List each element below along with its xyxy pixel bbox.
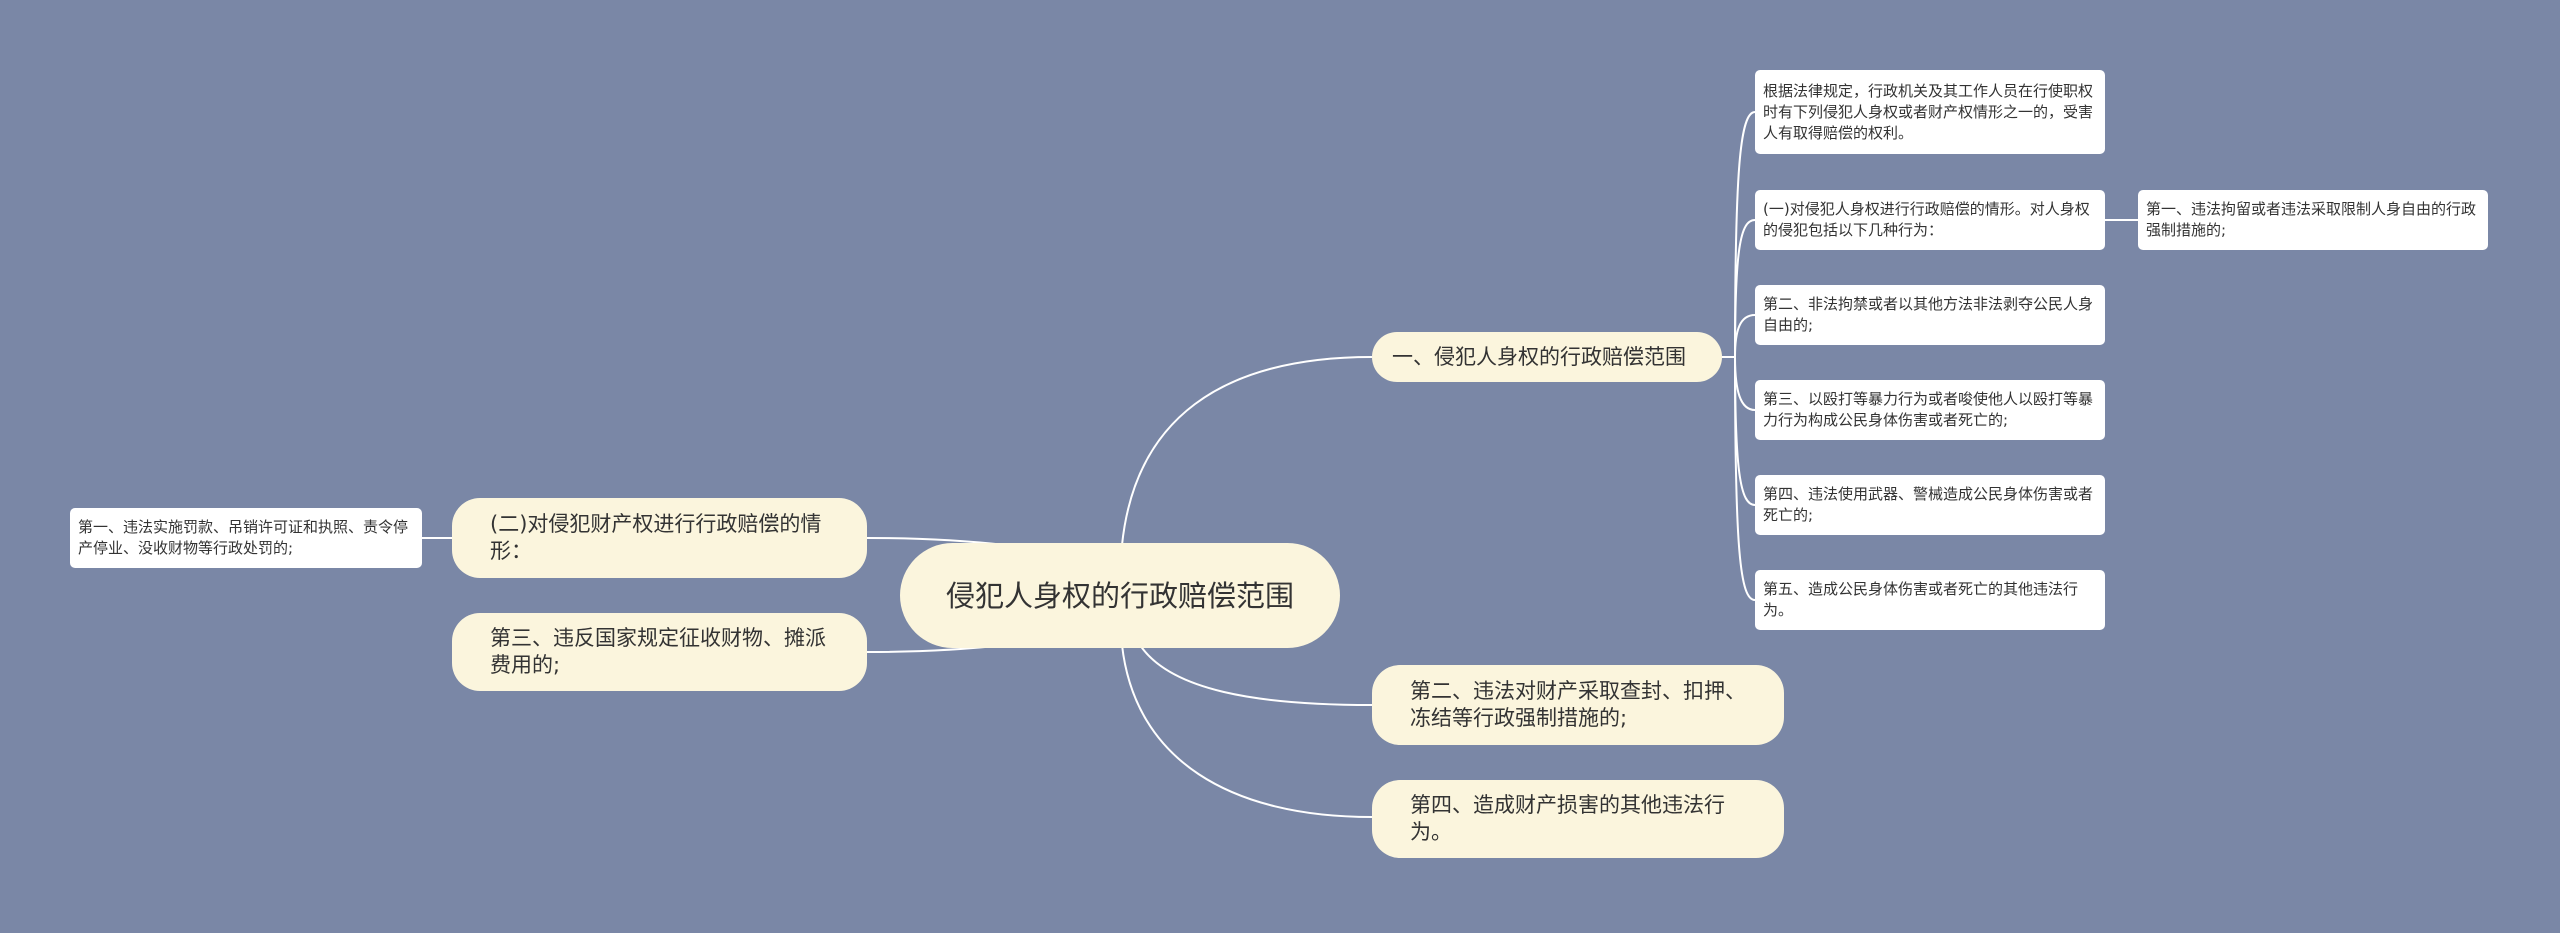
connector-hub-item-3 bbox=[1734, 356, 1756, 411]
leaf-case-one-item[interactable]: 第一、违法拘留或者违法采取限制人身自由的行政强制措施的; bbox=[2138, 190, 2488, 250]
leaf-item-4-label: 第四、违法使用武器、警械造成公民身体伤害或者死亡的; bbox=[1763, 485, 2094, 524]
leaf-case-one-item-label: 第一、违法拘留或者违法采取限制人身自由的行政强制措施的; bbox=[2146, 200, 2477, 239]
topic-requisition-label: 第三、违反国家规定征收财物、摊派费用的; bbox=[490, 626, 826, 677]
topic-property-rights[interactable]: (二)对侵犯财产权进行行政赔偿的情形： bbox=[452, 498, 867, 578]
leaf-intro-label: 根据法律规定，行政机关及其工作人员在行使职权时有下列侵犯人身权或者财产权情形之一… bbox=[1763, 81, 2094, 142]
topic-personal-rights-label: 一、侵犯人身权的行政赔偿范围 bbox=[1392, 344, 1686, 369]
topic-property-damage-label: 第四、造成财产损害的其他违法行为。 bbox=[1410, 793, 1725, 844]
leaf-property-rights-item-label: 第一、违法实施罚款、吊销许可证和执照、责令停产停业、没收财物等行政处罚的; bbox=[78, 518, 409, 557]
leaf-item-4[interactable]: 第四、违法使用武器、警械造成公民身体伤害或者死亡的; bbox=[1755, 475, 2105, 535]
topic-property-seizure-label: 第二、违法对财产采取查封、扣押、冻结等行政强制措施的; bbox=[1410, 679, 1746, 730]
leaf-item-3-label: 第三、以殴打等暴力行为或者唆使他人以殴打等暴力行为构成公民身体伤害或者死亡的; bbox=[1763, 390, 2094, 429]
connector-root-property-seizure bbox=[1139, 644, 1373, 706]
connector-hub-item-2 bbox=[1734, 314, 1756, 358]
leaf-item-3[interactable]: 第三、以殴打等暴力行为或者唆使他人以殴打等暴力行为构成公民身体伤害或者死亡的; bbox=[1755, 380, 2105, 440]
leaf-intro[interactable]: 根据法律规定，行政机关及其工作人员在行使职权时有下列侵犯人身权或者财产权情形之一… bbox=[1755, 70, 2105, 154]
central-topic[interactable]: 侵犯人身权的行政赔偿范围 bbox=[900, 543, 1340, 648]
leaf-item-5-label: 第五、造成公民身体伤害或者死亡的其他违法行为。 bbox=[1763, 580, 2079, 619]
leaf-item-2[interactable]: 第二、非法拘禁或者以其他方法非法剥夺公民人身自由的; bbox=[1755, 285, 2105, 345]
topic-property-rights-label: (二)对侵犯财产权进行行政赔偿的情形： bbox=[490, 512, 822, 563]
leaf-case-one-label: (一)对侵犯人身权进行行政赔偿的情形。对人身权的侵犯包括以下几种行为： bbox=[1763, 200, 2090, 239]
leaf-case-one[interactable]: (一)对侵犯人身权进行行政赔偿的情形。对人身权的侵犯包括以下几种行为： bbox=[1755, 190, 2105, 250]
central-topic-label: 侵犯人身权的行政赔偿范围 bbox=[945, 578, 1294, 613]
connector-hub-item-4 bbox=[1734, 356, 1756, 506]
connector-hub-intro bbox=[1734, 111, 1756, 358]
connector-root-personal-rights bbox=[1121, 356, 1373, 546]
leaf-item-5[interactable]: 第五、造成公民身体伤害或者死亡的其他违法行为。 bbox=[1755, 570, 2105, 630]
connector-root-property-damage bbox=[1121, 644, 1373, 818]
connector-hub-case-one bbox=[1734, 219, 1756, 358]
topic-personal-rights[interactable]: 一、侵犯人身权的行政赔偿范围 bbox=[1372, 332, 1722, 382]
topic-requisition[interactable]: 第三、违反国家规定征收财物、摊派费用的; bbox=[452, 613, 867, 691]
leaf-property-rights-item[interactable]: 第一、违法实施罚款、吊销许可证和执照、责令停产停业、没收财物等行政处罚的; bbox=[70, 508, 422, 568]
topic-property-seizure[interactable]: 第二、违法对财产采取查封、扣押、冻结等行政强制措施的; bbox=[1372, 665, 1784, 745]
topic-property-damage[interactable]: 第四、造成财产损害的其他违法行为。 bbox=[1372, 780, 1784, 858]
connector-hub-item-5 bbox=[1734, 356, 1756, 601]
leaf-item-2-label: 第二、非法拘禁或者以其他方法非法剥夺公民人身自由的; bbox=[1763, 295, 2094, 334]
